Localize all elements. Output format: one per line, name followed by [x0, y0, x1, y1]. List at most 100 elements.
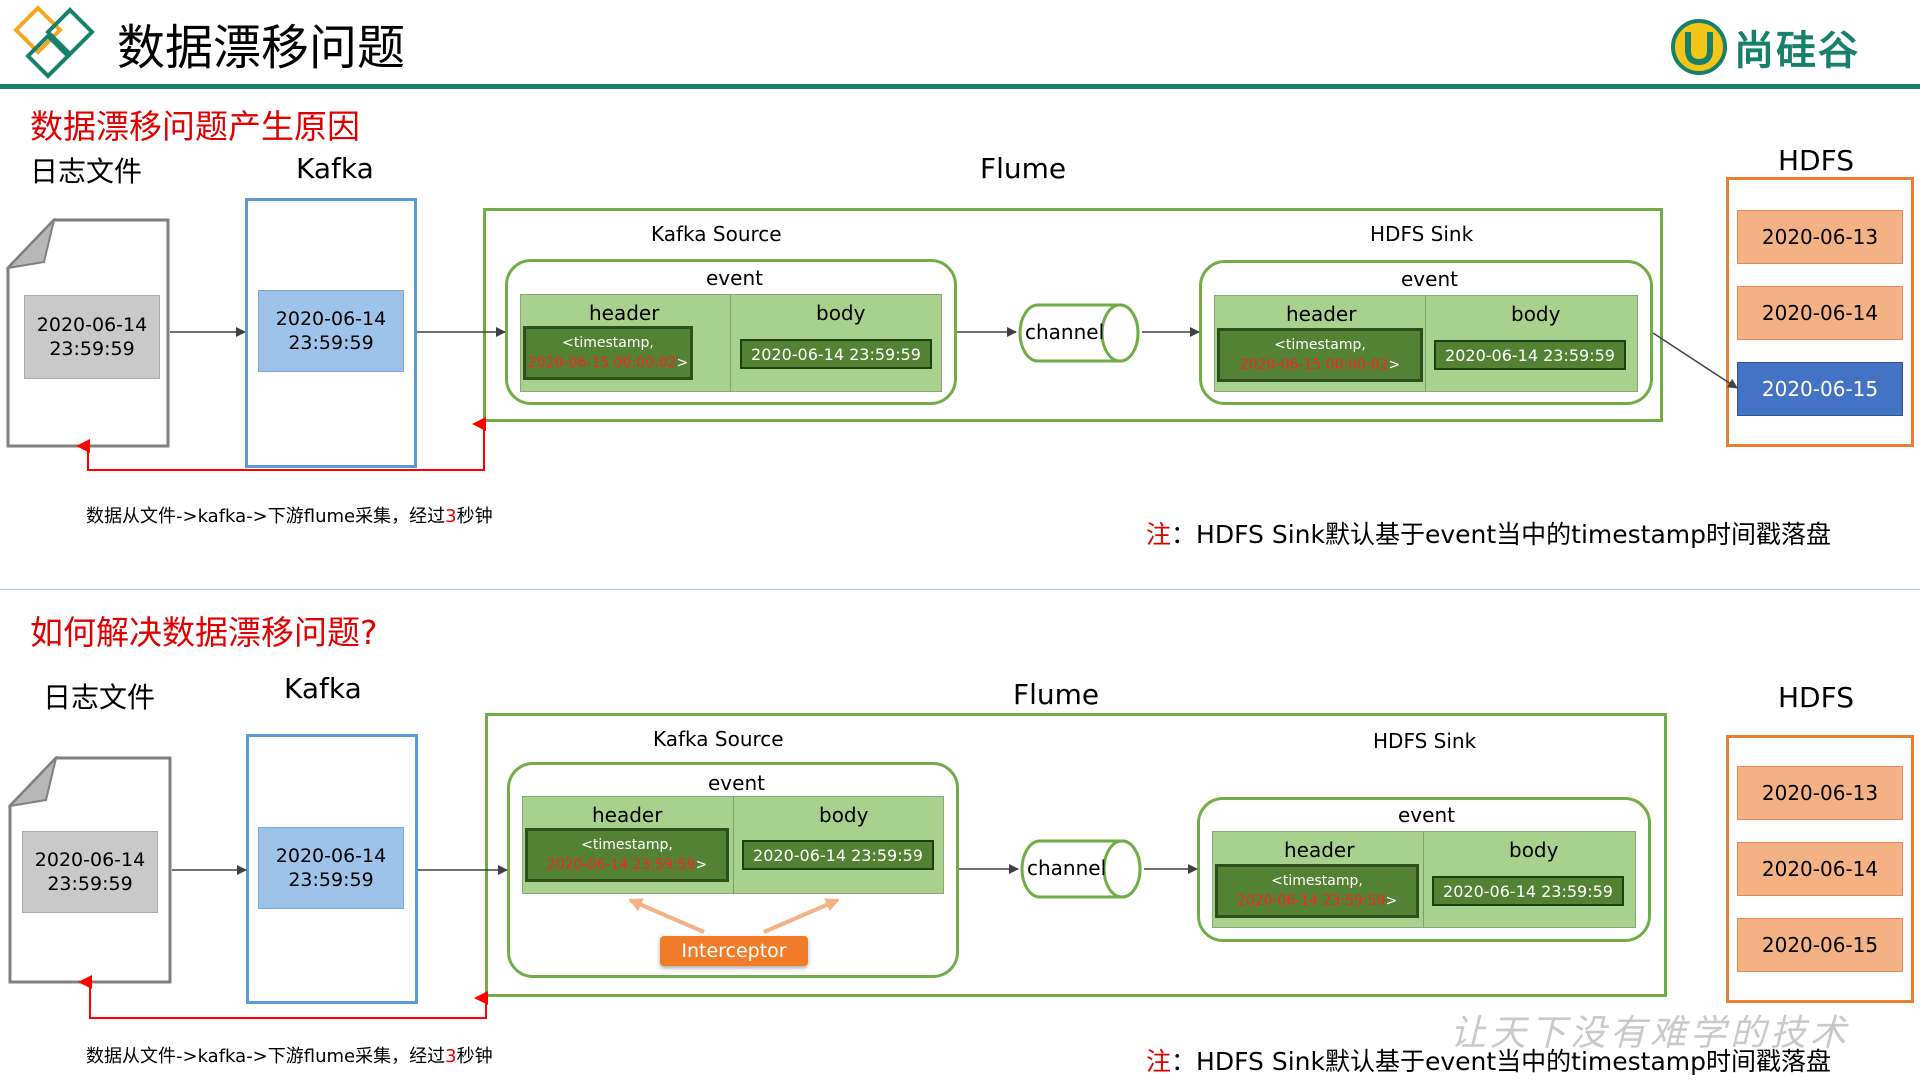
timestamp-close: >: [676, 355, 689, 371]
section-1-sink-timestamp: <timestamp, 2020-06-15 00:00:02>: [1217, 328, 1423, 382]
timestamp-key: <timestamp,: [581, 837, 673, 853]
timestamp-value: 2020-06-15 00:00:02: [1239, 357, 1389, 373]
section-1-sink-label: HDFS Sink: [1370, 222, 1474, 246]
section-2-interceptor: Interceptor: [660, 936, 808, 966]
log-time: 23:59:59: [47, 873, 133, 895]
logo-diamond-icon: [13, 5, 95, 79]
flow-arrow: [1652, 332, 1738, 389]
caption-unit: 秒钟: [456, 506, 493, 527]
timestamp-key: <timestamp,: [1271, 873, 1363, 889]
section-2-sink-timestamp: <timestamp, 2020-06-14 23:59:59>: [1215, 864, 1419, 918]
section-2-source-event-label: event: [708, 771, 765, 795]
kafka-date: 2020-06-14: [275, 308, 387, 330]
caption-text: 数据从文件->kafka->下游flume采集，经过: [86, 506, 446, 527]
section-2-hdfs-date: 2020-06-13: [1737, 766, 1903, 820]
section-1-source-body-value: 2020-06-14 23:59:59: [740, 339, 932, 369]
section-2-sink-body-title: body: [1509, 838, 1559, 862]
timestamp-close: >: [1385, 893, 1398, 909]
section-2-note: 注：HDFS Sink默认基于event当中的timestamp时间戳落盘: [1146, 1042, 1831, 1078]
log-date: 2020-06-14: [36, 314, 148, 336]
header-rule: [0, 84, 1920, 89]
log-time: 23:59:59: [49, 338, 135, 360]
section-1-hdfs-box: [1726, 177, 1914, 447]
section-2-hdfs-box: [1726, 735, 1914, 1003]
header-body-divider: [1423, 831, 1424, 928]
page-title: 数据漂移问题: [117, 20, 406, 76]
section-2-log-record: 2020-06-14 23:59:59: [22, 831, 158, 913]
section-1-note: 注：HDFS Sink默认基于event当中的timestamp时间戳落盘: [1146, 515, 1831, 551]
section-1-source-header-title: header: [589, 301, 660, 325]
caption-seconds: 3: [445, 1046, 457, 1067]
section-2-source-timestamp: <timestamp, 2020-06-14 23:59:59>: [525, 828, 729, 882]
note-prefix: 注: [1146, 520, 1172, 549]
section-1-source-event-label: event: [706, 266, 763, 290]
section-1-flume-box: [483, 208, 1663, 422]
timestamp-close: >: [695, 857, 708, 873]
section-1-kafka-record: 2020-06-14 23:59:59: [258, 290, 404, 372]
timestamp-value: 2020-06-14 23:59:59: [546, 857, 696, 873]
kafka-time: 23:59:59: [288, 869, 374, 891]
section-1-flume-label: Flume: [980, 152, 1067, 185]
section-2-source-body-title: body: [819, 803, 869, 827]
note-text: ：HDFS Sink默认基于event当中的timestamp时间戳落盘: [1171, 1047, 1832, 1076]
section-2-sink-label: HDFS Sink: [1373, 729, 1477, 753]
section-1-caption: 数据从文件->kafka->下游flume采集，经过3秒钟: [86, 502, 493, 528]
section-1-hdfs-date: 2020-06-13: [1737, 210, 1903, 264]
kafka-date: 2020-06-14: [275, 845, 387, 867]
section-1-sink-body-value: 2020-06-14 23:59:59: [1434, 340, 1626, 370]
brand-u-icon: [1671, 19, 1727, 75]
section-1-channel-label: channel: [1025, 320, 1105, 344]
caption-seconds: 3: [445, 506, 457, 527]
section-2-hdfs-label: HDFS: [1778, 681, 1855, 714]
header-body-divider: [730, 294, 731, 392]
header-body-divider: [733, 796, 734, 894]
note-text: ：HDFS Sink默认基于event当中的timestamp时间戳落盘: [1171, 520, 1832, 549]
section-2-flume-label: Flume: [1013, 678, 1100, 711]
section-2-hdfs-date: 2020-06-15: [1737, 918, 1903, 972]
section-2-source-label: Kafka Source: [653, 727, 784, 751]
note-prefix: 注: [1146, 1047, 1172, 1076]
section-1-sink-body-title: body: [1511, 302, 1561, 326]
section-2-caption: 数据从文件->kafka->下游flume采集，经过3秒钟: [86, 1042, 493, 1068]
section-1-log-record: 2020-06-14 23:59:59: [24, 295, 160, 379]
section-1-source-label: Kafka Source: [651, 222, 782, 246]
timestamp-key: <timestamp,: [1274, 337, 1366, 353]
caption-unit: 秒钟: [456, 1046, 493, 1067]
timestamp-key: <timestamp,: [562, 335, 654, 351]
section-1-hdfs-label: HDFS: [1778, 144, 1855, 177]
section-1-channel-cylinder-icon: [1018, 303, 1140, 363]
timestamp-value: 2020-06-15 00:00:02: [527, 355, 677, 371]
section-2-source-body-value: 2020-06-14 23:59:59: [742, 840, 934, 870]
section-2-heading: 如何解决数据漂移问题?: [30, 613, 378, 652]
section-2-sink-header-title: header: [1284, 838, 1355, 862]
section-2-hdfs-date: 2020-06-14: [1737, 842, 1903, 896]
section-1-log-label: 日志文件: [30, 155, 143, 188]
brand-name: 尚硅谷: [1734, 28, 1860, 74]
section-1-source-timestamp: <timestamp, 2020-06-15 00:00:02>: [523, 326, 693, 380]
section-2-kafka-record: 2020-06-14 23:59:59: [258, 827, 404, 909]
section-2-source-header-title: header: [592, 803, 663, 827]
brand-logo: 尚硅谷: [1670, 18, 1860, 76]
section-1-heading: 数据漂移问题产生原因: [30, 107, 360, 146]
section-2-channel-cylinder-icon: [1020, 839, 1142, 899]
caption-text: 数据从文件->kafka->下游flume采集，经过: [86, 1046, 446, 1067]
header-body-divider: [1425, 295, 1426, 392]
section-2-sink-event-label: event: [1398, 803, 1455, 827]
section-2-log-label: 日志文件: [43, 681, 156, 714]
section-1-sink-event-label: event: [1401, 267, 1458, 291]
section-1-kafka-label: Kafka: [296, 152, 374, 185]
kafka-time: 23:59:59: [288, 332, 374, 354]
timestamp-value: 2020-06-14 23:59:59: [1236, 893, 1386, 909]
section-1-hdfs-date: 2020-06-14: [1737, 286, 1903, 340]
section-1-hdfs-date-active: 2020-06-15: [1737, 362, 1903, 416]
section-2-channel-label: channel: [1027, 856, 1107, 880]
log-date: 2020-06-14: [34, 849, 146, 871]
section-2-sink-body-value: 2020-06-14 23:59:59: [1432, 876, 1624, 906]
section-divider: [0, 589, 1920, 590]
timestamp-close: >: [1388, 357, 1401, 373]
section-1-source-body-title: body: [816, 301, 866, 325]
section-2-kafka-label: Kafka: [284, 672, 362, 705]
section-1-sink-header-title: header: [1286, 302, 1357, 326]
section-2-flume-box: [485, 713, 1667, 997]
watermark: 让天下没有难学的技术: [1450, 1013, 1851, 1054]
